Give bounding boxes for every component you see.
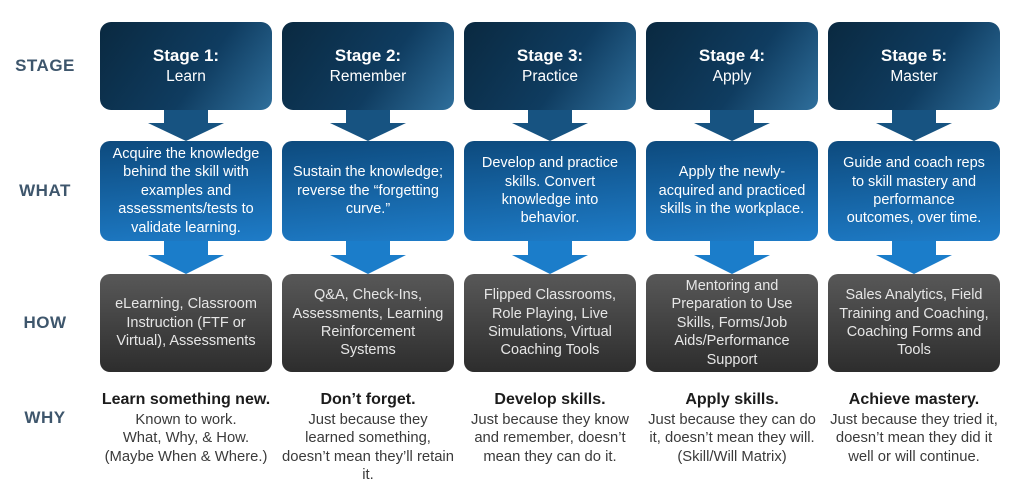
row-label-what: WHAT (19, 181, 71, 200)
stage-box-practice: Stage 3: Practice (464, 22, 636, 110)
why-headline: Don’t forget. (320, 391, 416, 408)
why-body: Known to work. What, Why, & How. (Maybe … (104, 412, 268, 465)
down-arrow-icon (148, 241, 224, 274)
how-box-remember: Q&A, Check-Ins, Assessments, Learning Re… (282, 274, 454, 372)
down-arrow-icon (512, 241, 588, 274)
how-box-apply: Mentoring and Preparation to Use Skills,… (646, 274, 818, 372)
how-box-practice: Flipped Classrooms, Role Playing, Live S… (464, 274, 636, 372)
row-label-how: HOW (23, 313, 67, 332)
stage-box-learn: Stage 1: Learn (100, 22, 272, 110)
down-arrow-icon (694, 110, 770, 141)
arrow-stage-to-what (282, 110, 454, 141)
why-block-master: Achieve mastery. Just because they tried… (828, 386, 1000, 485)
arrow-what-to-how (646, 241, 818, 274)
stage-title: Stage 2: (334, 46, 402, 66)
down-arrow-icon (148, 110, 224, 141)
down-arrow-icon (330, 241, 406, 274)
stage-title: Stage 4: (698, 46, 766, 66)
how-box-learn: eLearning, Classroom Instruction (FTF or… (100, 274, 272, 372)
stage-box-apply: Stage 4: Apply (646, 22, 818, 110)
what-box-apply: Apply the newly-acquired and practiced s… (646, 141, 818, 241)
why-headline: Develop skills. (494, 391, 606, 408)
how-box-master: Sales Analytics, Field Training and Coac… (828, 274, 1000, 372)
arrow-what-to-how (100, 241, 272, 274)
what-box-master: Guide and coach reps to skill mastery an… (828, 141, 1000, 241)
arrow-what-to-how (282, 241, 454, 274)
why-headline: Apply skills. (685, 391, 779, 408)
down-arrow-icon (512, 110, 588, 141)
stage-title: Stage 5: (880, 46, 948, 66)
why-body: Just because they can do it, doesn’t mea… (648, 412, 816, 465)
down-arrow-icon (330, 110, 406, 141)
why-body: Just because they know and remember, doe… (471, 412, 629, 465)
why-body: Just because they tried it, doesn’t mean… (830, 412, 998, 465)
stage-box-remember: Stage 2: Remember (282, 22, 454, 110)
stage-title: Stage 3: (516, 46, 584, 66)
down-arrow-icon (876, 241, 952, 274)
why-headline: Learn something new. (101, 391, 271, 408)
why-block-learn: Learn something new. Known to work. What… (100, 386, 272, 485)
stage-name: Learn (166, 67, 206, 85)
row-label-stage: STAGE (15, 56, 75, 75)
arrow-stage-to-what (646, 110, 818, 141)
stage-name: Remember (329, 67, 407, 85)
stage-name: Master (890, 67, 938, 85)
why-block-apply: Apply skills. Just because they can do i… (646, 386, 818, 485)
stage-title: Stage 1: (152, 46, 220, 66)
arrow-what-to-how (828, 241, 1000, 274)
arrow-what-to-how (464, 241, 636, 274)
what-box-learn: Acquire the knowledge behind the skill w… (100, 141, 272, 241)
diagram-grid: STAGE WHAT HOW WHY Stage 1: Learn Acquir… (15, 22, 1000, 485)
stage-name: Apply (712, 67, 752, 85)
why-block-remember: Don’t forget. Just because they learned … (282, 386, 454, 485)
stage-name: Practice (522, 67, 578, 85)
what-box-remember: Sustain the knowledge; reverse the “forg… (282, 141, 454, 241)
stage-box-master: Stage 5: Master (828, 22, 1000, 110)
what-box-practice: Develop and practice skills. Convert kno… (464, 141, 636, 241)
arrow-stage-to-what (100, 110, 272, 141)
why-block-practice: Develop skills. Just because they know a… (464, 386, 636, 485)
down-arrow-icon (876, 110, 952, 141)
arrow-stage-to-what (464, 110, 636, 141)
row-label-why: WHY (24, 408, 66, 427)
why-body: Just because they learned something, doe… (282, 412, 454, 484)
down-arrow-icon (694, 241, 770, 274)
why-headline: Achieve mastery. (848, 391, 980, 408)
arrow-stage-to-what (828, 110, 1000, 141)
